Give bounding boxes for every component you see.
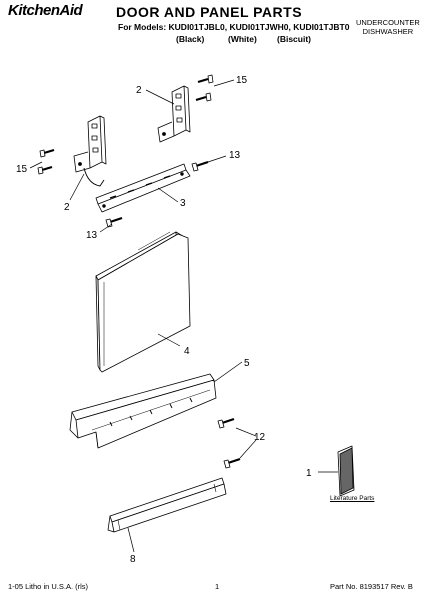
callout-8: 8 (130, 554, 136, 565)
variant-biscuit: (Biscuit) (277, 34, 311, 44)
leader-lines (29, 79, 338, 553)
part-8-kick-panel (107, 477, 227, 533)
callout-2-left: 2 (64, 202, 70, 213)
callout-13-right: 13 (229, 150, 241, 161)
variant-black: (Black) (176, 34, 205, 44)
part-3-rail (95, 163, 191, 213)
variant-white: (White) (228, 34, 257, 44)
category-line-1: UNDERCOUNTER (356, 18, 420, 27)
brand-logo: KitchenAid (8, 2, 83, 19)
part-12-screws (217, 417, 241, 469)
part-2-bracket-right (157, 85, 191, 143)
part-4-door-panel (95, 231, 191, 373)
callout-4: 4 (184, 346, 190, 357)
page-number: 1 (215, 582, 220, 591)
part-2-bracket-left (73, 115, 107, 187)
callout-12: 12 (254, 432, 266, 443)
part-number: Part No. 8193517 Rev. B (330, 582, 413, 591)
part-15-screws-top (195, 74, 214, 102)
category-line-2: DISHWASHER (362, 27, 414, 36)
callout-13-left: 13 (86, 230, 98, 241)
part-15-screws-left (37, 148, 55, 175)
part-13-screw-right (191, 160, 209, 172)
footer-litho: 1-05 Litho in U.S.A. (rls) (8, 582, 89, 591)
callout-3: 3 (180, 198, 186, 209)
callout-15-top: 15 (236, 75, 248, 86)
models-line: For Models: KUDI01TJBL0, KUDI01TJWH0, KU… (118, 22, 350, 32)
part-5-channel (69, 373, 217, 449)
callout-5: 5 (244, 358, 250, 369)
part-13-screw-left (105, 216, 123, 228)
literature-parts-label: Literature Parts (330, 495, 375, 502)
product-category: UNDERCOUNTER DISHWASHER (356, 18, 420, 36)
callout-1: 1 (306, 468, 312, 479)
part-1-literature-booklet (337, 445, 355, 497)
callout-numbers: 2 15 15 2 13 3 13 4 5 12 1 8 (16, 75, 312, 565)
page-title: DOOR AND PANEL PARTS (116, 4, 303, 20)
callout-15-left: 15 (16, 164, 28, 175)
callout-2-top: 2 (136, 85, 142, 96)
